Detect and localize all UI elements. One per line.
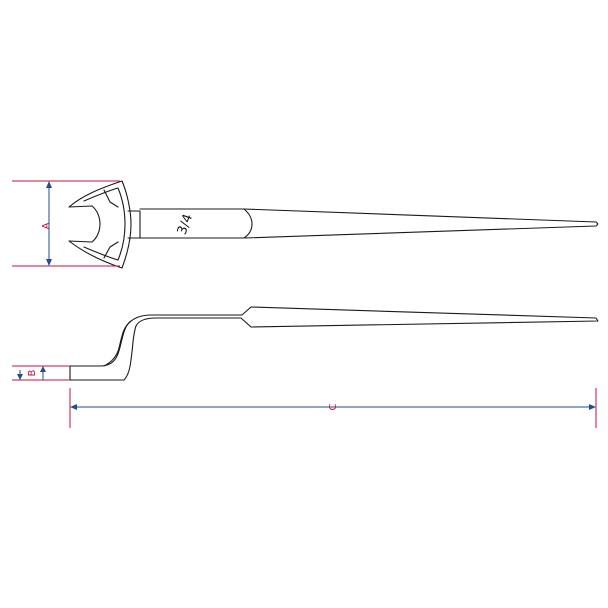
top-view: 3/4 xyxy=(68,180,599,269)
jaw-head-outer xyxy=(68,180,132,269)
tapered-shank xyxy=(243,208,599,239)
dimension-a-label: A xyxy=(41,222,52,229)
dimension-b-label: B xyxy=(27,369,38,376)
dimension-b: B xyxy=(12,365,70,381)
dimension-c-label: C xyxy=(328,403,339,410)
dimension-a: A xyxy=(12,180,120,267)
neck xyxy=(127,210,141,239)
side-profile xyxy=(69,306,599,381)
jaw-tip-lower xyxy=(103,241,119,259)
side-profile-inner xyxy=(103,320,132,367)
dimension-c: C xyxy=(69,388,597,428)
jaw-head-inner xyxy=(83,187,126,261)
side-view xyxy=(69,306,599,381)
jaw-tip-upper xyxy=(103,189,119,208)
size-marking: 3/4 xyxy=(175,212,196,237)
handle-grip xyxy=(139,208,253,239)
